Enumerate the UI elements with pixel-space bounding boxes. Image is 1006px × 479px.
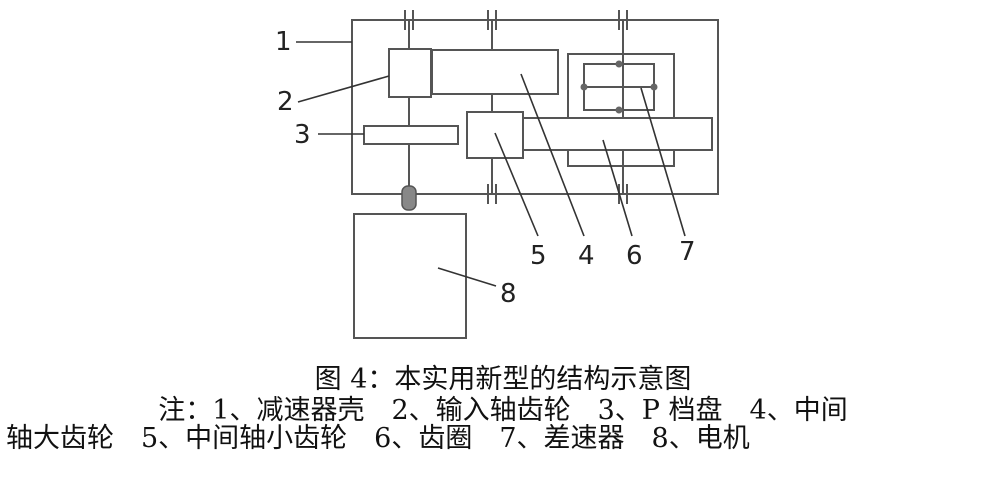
differential-housing <box>567 53 675 167</box>
label-4: 4 <box>578 241 595 271</box>
label-8: 8 <box>500 279 517 309</box>
differential-gears <box>580 60 658 114</box>
label-2: 2 <box>277 87 294 117</box>
intermediate-large-gear <box>431 49 559 95</box>
label-5: 5 <box>530 241 547 271</box>
motor-coupling <box>401 185 417 211</box>
legend-note-line-2: 轴大齿轮 5、中间轴小齿轮 6、齿圈 7、差速器 8、电机 <box>6 423 750 454</box>
label-6: 6 <box>626 241 643 271</box>
label-1: 1 <box>275 27 292 57</box>
p-gear-plate <box>363 125 459 145</box>
top-bearings <box>404 10 628 30</box>
leader-lines <box>296 41 686 287</box>
reducer-housing <box>351 19 719 195</box>
legend-note-line-1: 注：1、减速器壳 2、输入轴齿轮 3、P 档盘 4、中间 <box>158 395 848 426</box>
motor <box>353 213 467 339</box>
label-3: 3 <box>294 120 311 150</box>
ring-gear <box>521 117 713 151</box>
input-shaft-gear <box>388 48 432 98</box>
figure-title: 图 4：本实用新型的结构示意图 <box>314 364 692 395</box>
structure-diagram: 1 2 3 5 4 6 7 8 <box>275 10 719 339</box>
label-7: 7 <box>679 237 696 267</box>
